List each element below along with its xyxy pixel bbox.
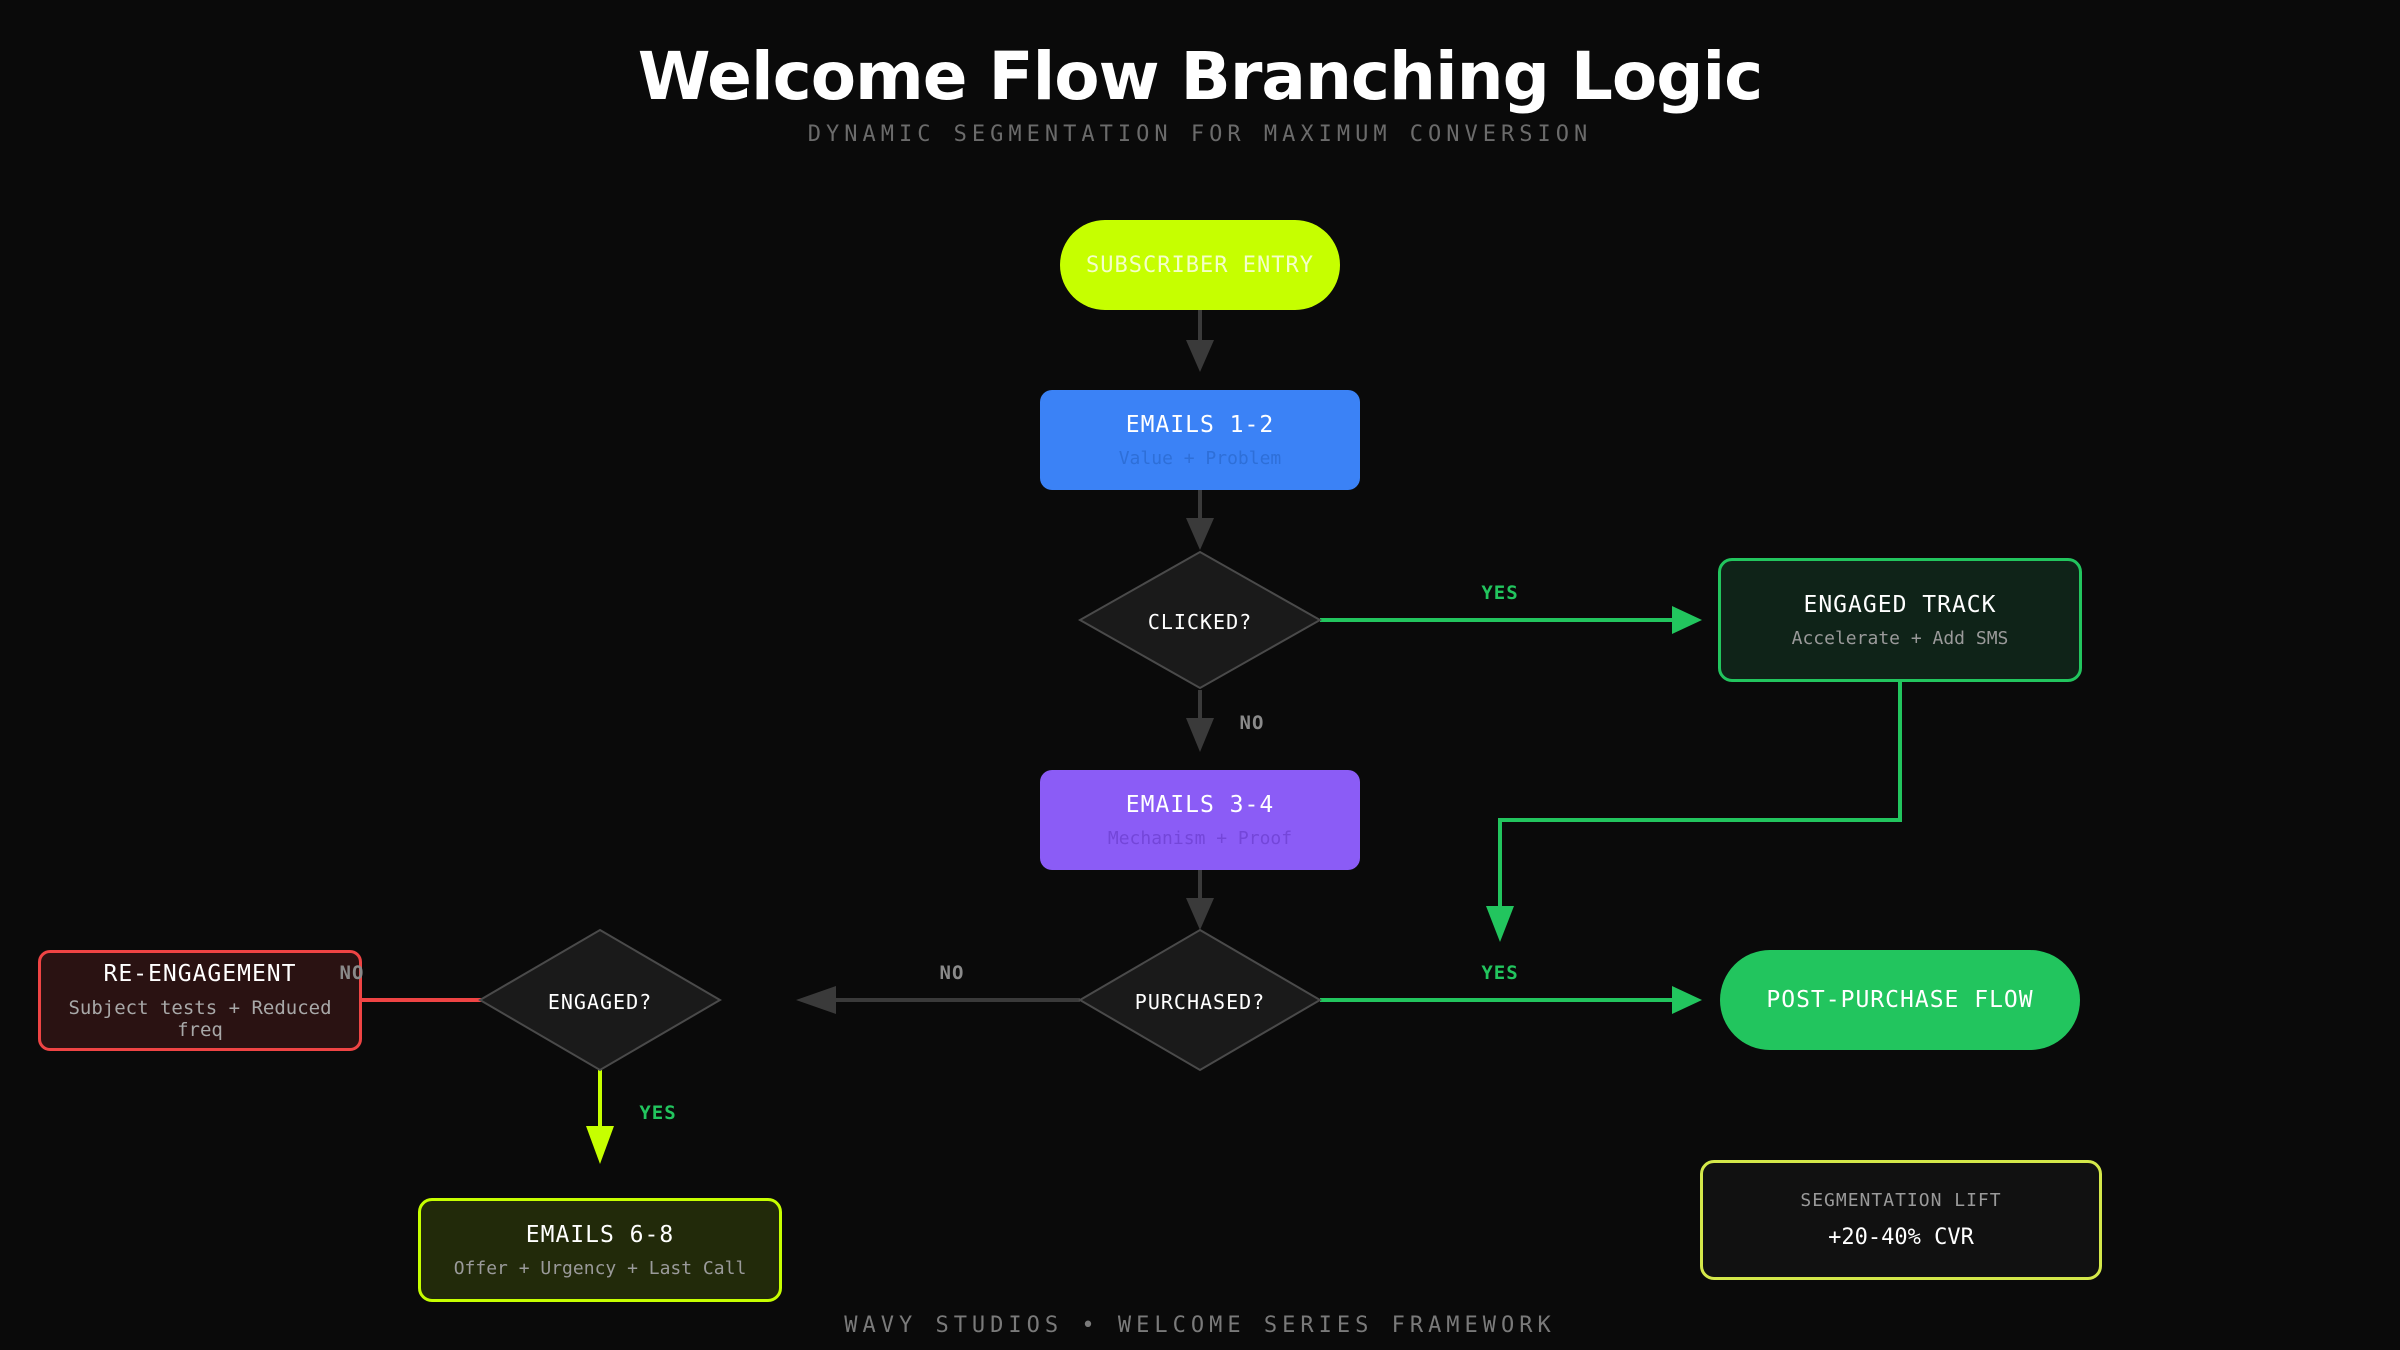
stat-label: SEGMENTATION LIFT — [1800, 1190, 2002, 1211]
connector-engaged-track-to-post-purchase — [1486, 682, 1902, 942]
connector-purchased-no — [796, 986, 1080, 1014]
edge-label-clicked-yes: YES — [1481, 582, 1519, 604]
decision-purchased-shape — [1078, 928, 1322, 1072]
connector-purchased-yes — [1320, 986, 1702, 1014]
decision-clicked-label: CLICKED? — [1147, 610, 1253, 634]
node-emails-6-8-title: EMAILS 6-8 — [525, 1221, 675, 1248]
connector-entry-to-emails12 — [1186, 310, 1214, 372]
node-re-engagement-subtitle: Subject tests + Reduced freq — [68, 996, 332, 1041]
node-subscriber-entry[interactable]: SUBSCRIBER ENTRY — [1060, 220, 1340, 310]
edge-label-engaged-no: NO — [339, 962, 365, 984]
node-emails-6-8[interactable]: EMAILS 6-8 Offer + Urgency + Last Call — [418, 1198, 782, 1302]
node-engaged-track-title: ENGAGED TRACK — [1803, 591, 1997, 618]
node-re-engagement-title: RE-ENGAGEMENT — [103, 960, 297, 987]
node-emails-1-2-subtitle: Value + Problem — [1118, 447, 1282, 469]
node-emails-3-4-subtitle: Mechanism + Proof — [1107, 827, 1293, 849]
decision-engaged-shape — [478, 928, 722, 1072]
node-engaged-track[interactable]: ENGAGED TRACK Accelerate + Add SMS — [1718, 558, 2082, 682]
node-post-purchase-flow[interactable]: POST-PURCHASE FLOW — [1720, 950, 2080, 1050]
connector-emails34-to-purchased — [1186, 870, 1214, 930]
connector-clicked-yes — [1320, 606, 1702, 634]
page-footer: WAVY STUDIOS • WELCOME SERIES FRAMEWORK — [844, 1313, 1556, 1338]
node-emails-1-2[interactable]: EMAILS 1-2 Value + Problem — [1040, 390, 1360, 490]
node-emails-3-4-title: EMAILS 3-4 — [1125, 791, 1275, 818]
decision-engaged-label: ENGAGED? — [547, 990, 653, 1014]
decision-purchased-label: PURCHASED? — [1134, 990, 1266, 1014]
connector-emails12-to-clicked — [1186, 490, 1214, 550]
edge-label-clicked-no: NO — [1239, 712, 1265, 734]
node-subscriber-entry-title: SUBSCRIBER ENTRY — [1086, 252, 1314, 278]
page-title: Welcome Flow Branching Logic — [637, 38, 1764, 115]
node-emails-1-2-title: EMAILS 1-2 — [1125, 411, 1275, 438]
page-subtitle: DYNAMIC SEGMENTATION FOR MAXIMUM CONVERS… — [807, 122, 1593, 147]
decision-clicked-shape — [1077, 550, 1323, 690]
edge-label-engaged-yes: YES — [639, 1102, 677, 1124]
node-engaged-track-subtitle: Accelerate + Add SMS — [1791, 627, 2009, 649]
connector-engaged-yes — [586, 1070, 614, 1164]
node-post-purchase-flow-title: POST-PURCHASE FLOW — [1766, 987, 2034, 1013]
node-emails-3-4[interactable]: EMAILS 3-4 Mechanism + Proof — [1040, 770, 1360, 870]
edge-label-purchased-no: NO — [939, 962, 965, 984]
node-emails-6-8-subtitle: Offer + Urgency + Last Call — [453, 1257, 747, 1279]
node-re-engagement[interactable]: RE-ENGAGEMENT Subject tests + Reduced fr… — [38, 950, 362, 1051]
edge-label-purchased-yes: YES — [1481, 962, 1519, 984]
stat-value: +20-40% CVR — [1828, 1225, 1974, 1250]
connector-clicked-no — [1186, 690, 1214, 752]
stat-segmentation-lift: SEGMENTATION LIFT +20-40% CVR — [1700, 1160, 2102, 1280]
